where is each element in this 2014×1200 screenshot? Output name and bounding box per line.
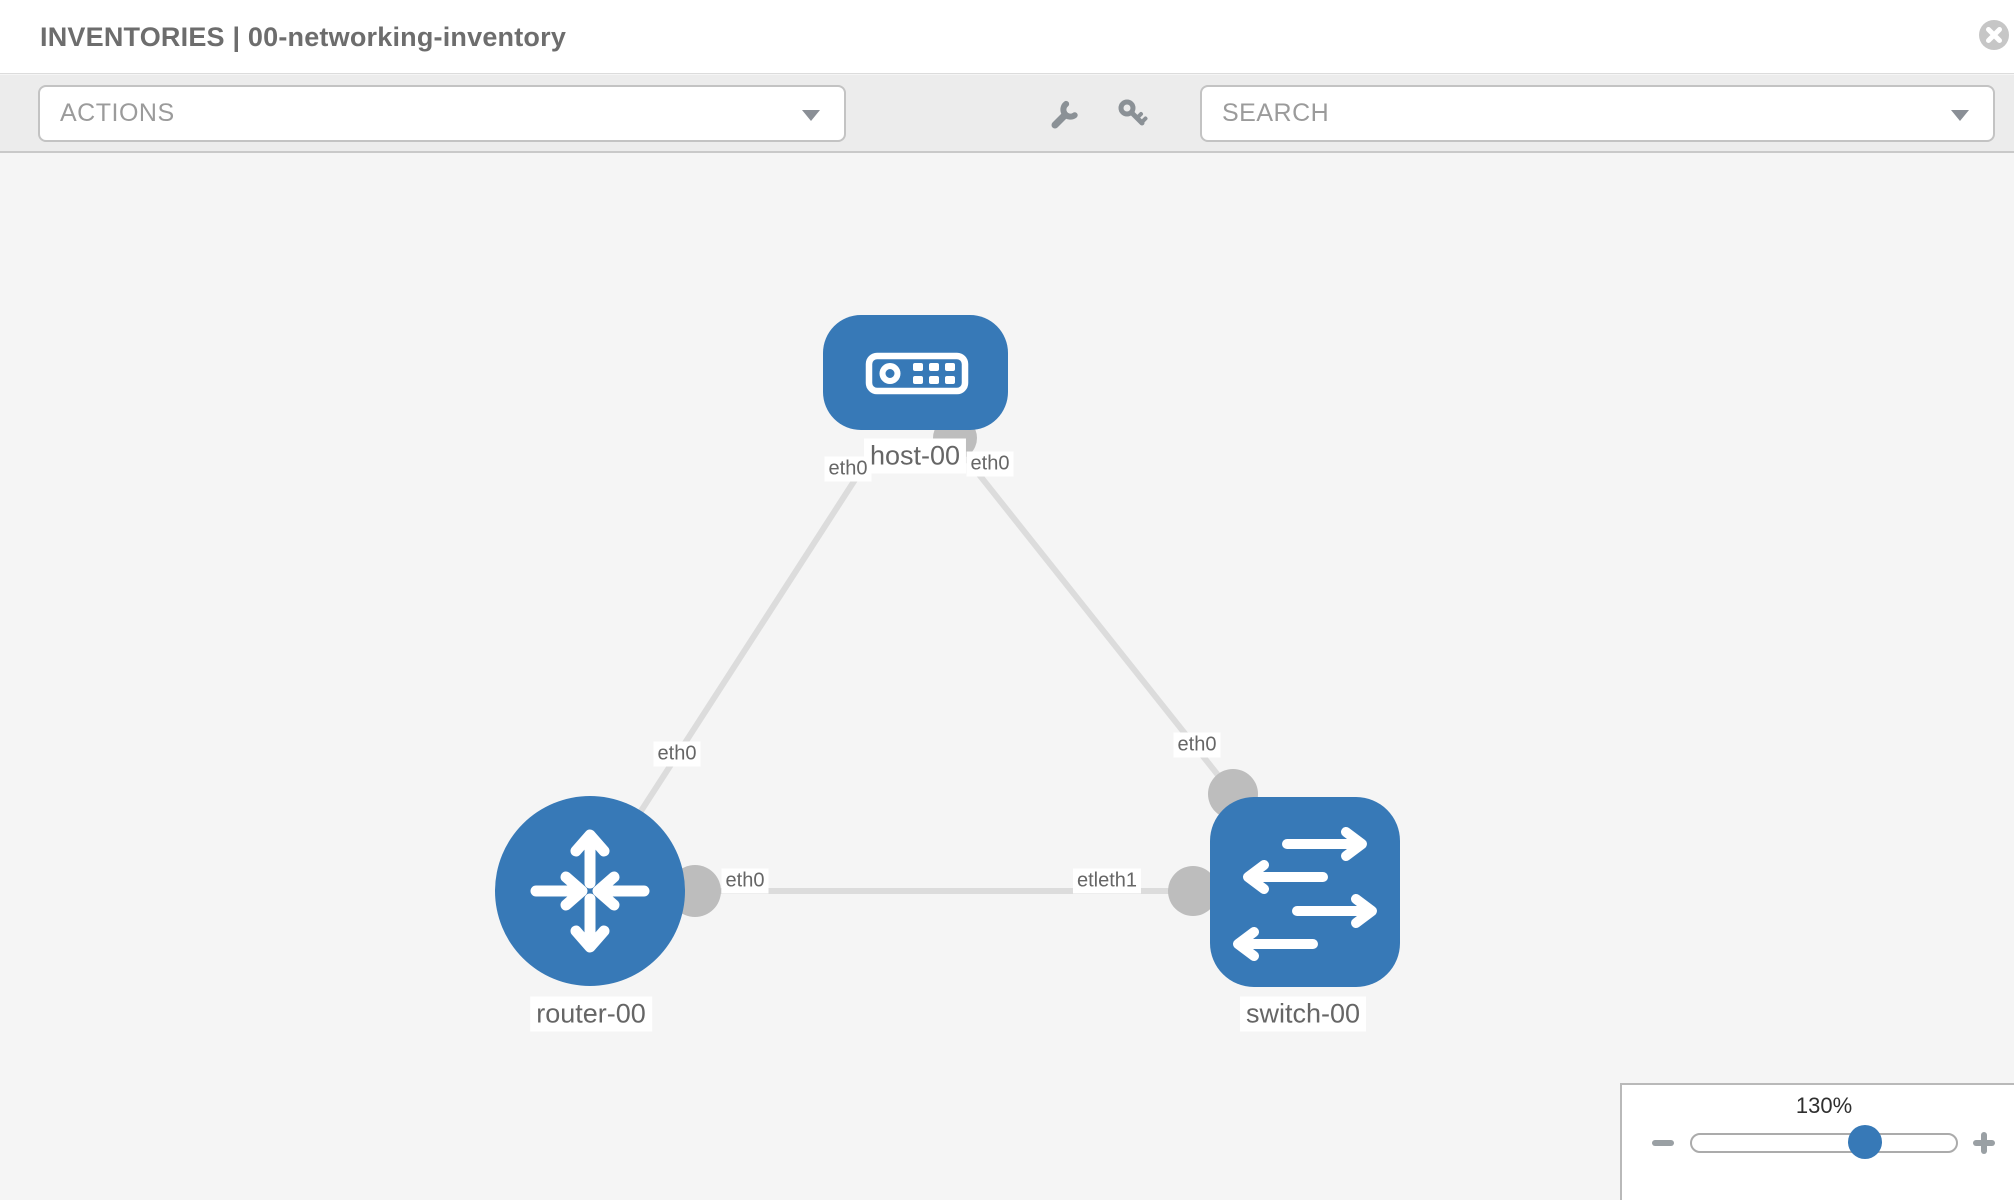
iface-label-mid-router: eth0 bbox=[721, 868, 769, 894]
wrench-icon bbox=[1051, 100, 1078, 129]
chevron-down-icon bbox=[1951, 110, 1969, 121]
iface-label-host-left: eth0 bbox=[824, 456, 872, 482]
configure-button[interactable] bbox=[1048, 96, 1084, 132]
close-button[interactable] bbox=[1978, 19, 2010, 51]
server-icon bbox=[865, 352, 969, 395]
iface-label-host-right: eth0 bbox=[966, 451, 1014, 477]
zoom-in-icon[interactable] bbox=[1981, 1132, 1987, 1154]
zoom-out-icon[interactable] bbox=[1652, 1140, 1674, 1146]
switch-arrows-icon bbox=[1233, 827, 1377, 961]
router-name-label: router-00 bbox=[530, 996, 652, 1032]
search-placeholder: SEARCH bbox=[1222, 99, 1330, 127]
host-name-label: host-00 bbox=[863, 438, 967, 474]
iface-label-router-uplink: eth0 bbox=[653, 741, 701, 767]
key-icon bbox=[1118, 99, 1148, 126]
iface-label-switch-uplink: eth0 bbox=[1173, 732, 1221, 758]
node-host-00[interactable] bbox=[823, 315, 1008, 430]
zoom-control-panel: 130% bbox=[1620, 1083, 2014, 1200]
chevron-down-icon bbox=[802, 110, 820, 121]
node-switch-00[interactable] bbox=[1210, 797, 1400, 987]
search-dropdown[interactable]: SEARCH bbox=[1200, 85, 1995, 142]
actions-dropdown[interactable]: ACTIONS bbox=[38, 85, 846, 142]
actions-dropdown-label: ACTIONS bbox=[60, 99, 175, 127]
page-title: INVENTORIES | 00-networking-inventory bbox=[40, 22, 567, 52]
connector-switch-left bbox=[1168, 866, 1218, 916]
zoom-slider-track[interactable] bbox=[1690, 1133, 1958, 1153]
zoom-slider-handle[interactable] bbox=[1848, 1125, 1882, 1159]
header-bar: INVENTORIES | 00-networking-inventory bbox=[0, 0, 2014, 74]
topology-canvas[interactable]: host-00 router-00 switch-00 eth0 eth0 et… bbox=[0, 153, 2014, 1200]
zoom-percentage: 130% bbox=[1795, 1093, 1853, 1118]
node-router-00[interactable] bbox=[495, 796, 685, 986]
router-arrows-icon bbox=[530, 829, 650, 953]
credentials-button[interactable] bbox=[1114, 96, 1150, 132]
iface-label-mid-switch-overlapped: etleth1 bbox=[1072, 868, 1142, 894]
switch-name-label: switch-00 bbox=[1239, 996, 1367, 1032]
toolbar: ACTIONS SEARCH bbox=[0, 75, 2014, 153]
